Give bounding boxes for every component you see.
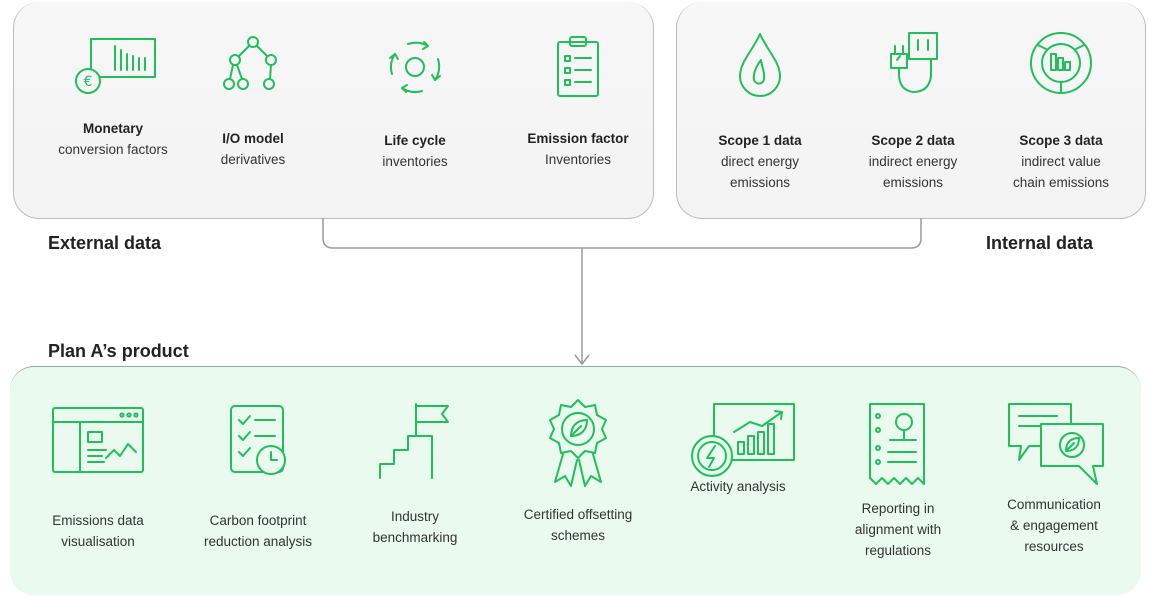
internal-data-label: Internal data: [986, 233, 1094, 253]
product-item-carbon-reduction: Carbon footprint reduction analysis: [188, 400, 328, 552]
emission-factor-title: Emission factor: [527, 131, 629, 146]
reporting-line3: regulations: [864, 543, 932, 558]
life-cycle-icon: [389, 41, 441, 93]
external-data-label: External data: [48, 233, 162, 253]
scope1-line1: direct energy: [720, 154, 800, 169]
product-item-communication: Communication & engagement resources: [984, 398, 1124, 557]
external-item-life-cycle: Life cycle inventories: [345, 34, 485, 172]
communication-line1: Communication: [1007, 497, 1101, 512]
external-item-emission-factor: Emission factor Inventories: [508, 34, 648, 170]
product-item-reporting: Reporting in alignment with regulations: [828, 400, 968, 561]
chat-leaf-icon: [1008, 403, 1104, 485]
product-panel: [10, 366, 1141, 595]
flag-stairs-icon: [379, 403, 449, 479]
activity-analysis-line1: Activity analysis: [690, 479, 786, 494]
monetary-title: Monetary: [82, 121, 143, 136]
arrow-head: [574, 354, 590, 366]
offsetting-line2: schemes: [550, 528, 606, 543]
scope1-line2: emissions: [729, 175, 791, 190]
io-model-icon: [223, 36, 277, 90]
internal-data-panel: [676, 2, 1146, 219]
dashboard-icon: [52, 407, 144, 473]
plug-icon: [890, 32, 938, 93]
reporting-line2: alignment with: [854, 522, 942, 537]
emissions-visualisation-line2: visualisation: [61, 534, 135, 549]
clipboard-icon: [557, 36, 599, 97]
offsetting-line1: Certified offsetting: [523, 507, 633, 522]
monetary-icon: €: [75, 38, 156, 94]
checklist-clock-icon: [230, 405, 286, 475]
product-item-offsetting: Certified offsetting schemes: [508, 396, 648, 546]
product-item-emissions-visualisation: Emissions data visualisation: [28, 400, 168, 552]
scope2-title: Scope 2 data: [871, 133, 955, 148]
scope3-line2: chain emissions: [1012, 175, 1110, 190]
emission-factor-subtitle: Inventories: [544, 152, 612, 167]
leaf-badge-icon: [549, 399, 607, 487]
report-icon: [869, 403, 925, 485]
svg-text:€: €: [84, 74, 93, 90]
value-chain-icon: [1030, 32, 1092, 94]
external-item-io-model: I/O model derivatives: [183, 34, 323, 170]
scope2-line1: indirect energy: [868, 154, 958, 169]
internal-item-scope2: Scope 2 data indirect energy emissions: [838, 30, 988, 193]
scope2-line2: emissions: [882, 175, 944, 190]
drop-icon: [739, 33, 781, 97]
product-item-activity-analysis: Activity analysis: [668, 398, 808, 497]
carbon-reduction-line2: reduction analysis: [203, 534, 313, 549]
emissions-visualisation-line1: Emissions data: [52, 513, 144, 528]
communication-line2: & engagement: [1010, 518, 1098, 533]
communication-line3: resources: [1024, 539, 1084, 554]
io-model-subtitle: derivatives: [220, 152, 286, 167]
life-cycle-title: Life cycle: [384, 133, 446, 148]
scope1-title: Scope 1 data: [718, 133, 802, 148]
life-cycle-subtitle: inventories: [382, 154, 448, 169]
io-model-title: I/O model: [222, 131, 284, 146]
energy-chart-icon: [691, 403, 795, 477]
scope3-line1: indirect value: [1021, 154, 1101, 169]
carbon-reduction-line1: Carbon footprint: [209, 513, 307, 528]
product-item-benchmarking: Industry benchmarking: [345, 400, 485, 548]
monetary-subtitle: conversion factors: [58, 142, 168, 157]
product-label: Plan A’s product: [48, 341, 189, 361]
external-item-monetary: € Monetary conversion factors: [38, 34, 188, 160]
internal-item-scope1: Scope 1 data direct energy emissions: [690, 30, 830, 193]
benchmarking-line1: Industry: [390, 509, 440, 524]
scope3-title: Scope 3 data: [1019, 133, 1103, 148]
reporting-line1: Reporting in: [861, 501, 935, 516]
benchmarking-line2: benchmarking: [372, 530, 458, 545]
internal-item-scope3: Scope 3 data indirect value chain emissi…: [986, 30, 1136, 193]
